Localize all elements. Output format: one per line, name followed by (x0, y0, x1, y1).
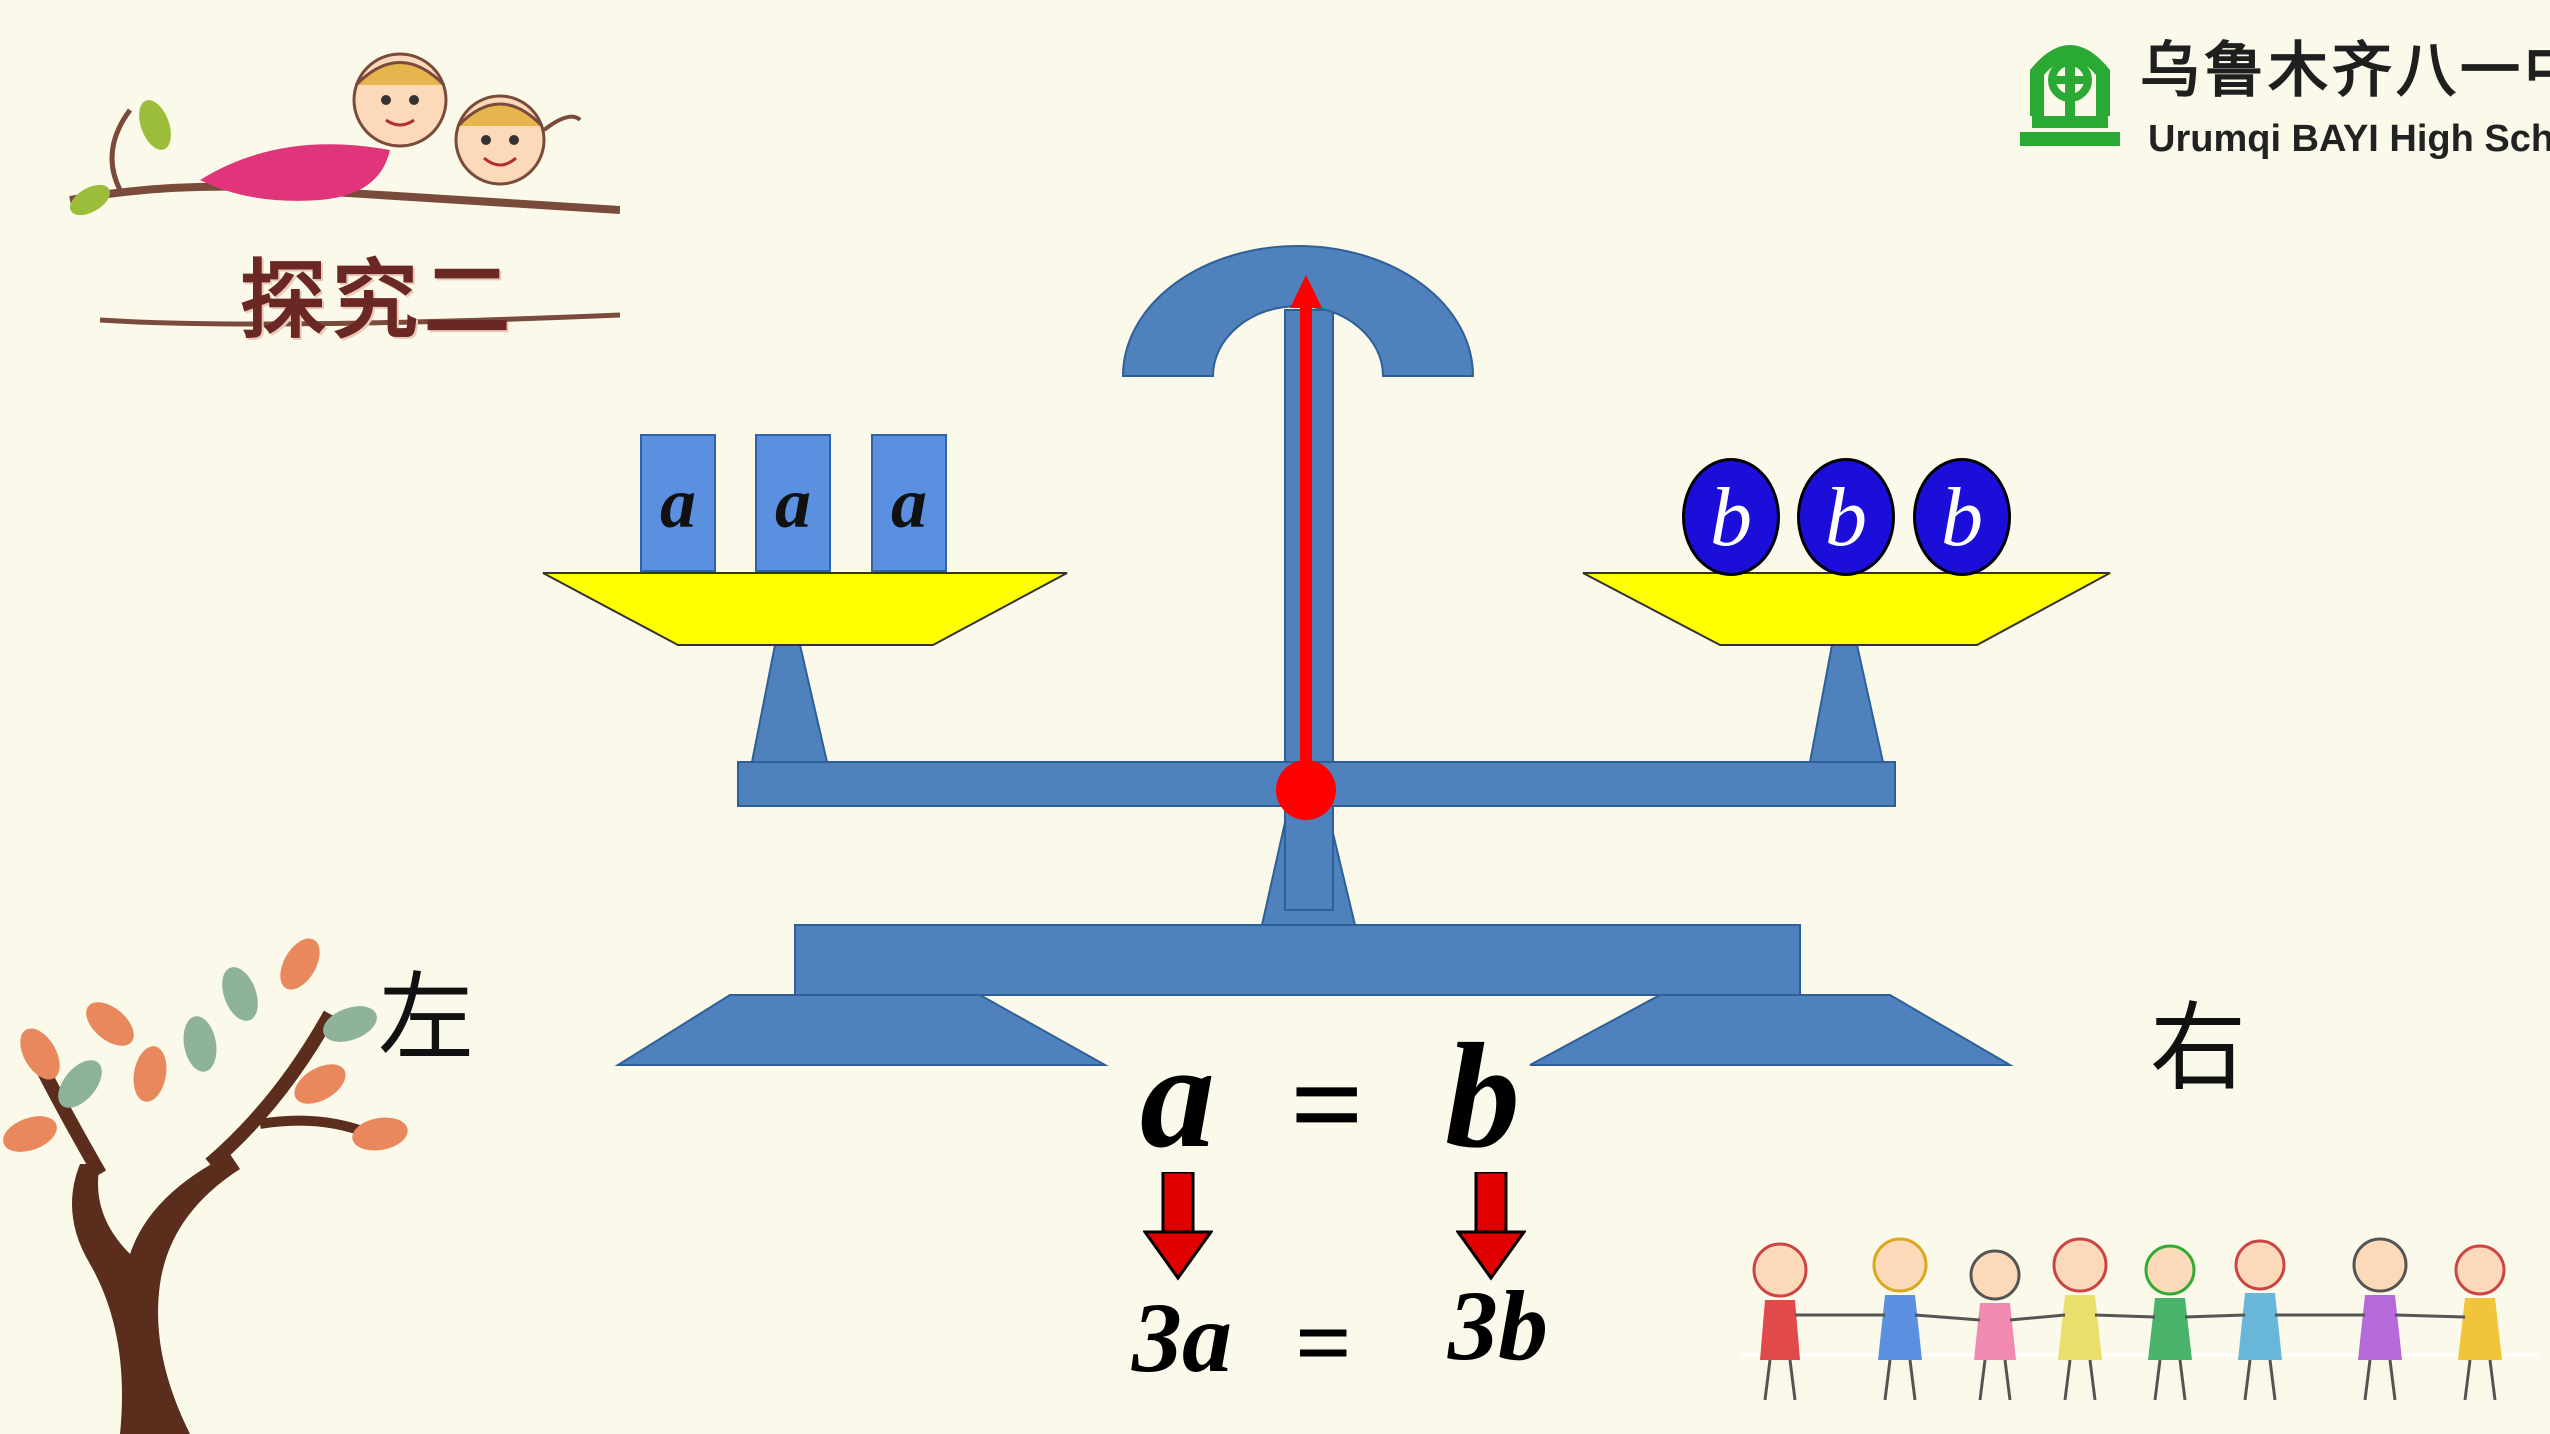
scale-arc (1121, 245, 1475, 377)
weight-ball-b: b (1913, 458, 2011, 576)
weight-block-a: a (871, 434, 947, 572)
equation1-operator: = (1290, 1033, 1365, 1177)
right-pan-support (1808, 644, 1885, 763)
weight-ball-b: b (1682, 458, 1780, 576)
weight-block-a: a (640, 434, 716, 572)
kids-on-branch-badge: 探究二 (60, 30, 620, 351)
equation2-operator: = (1295, 1287, 1352, 1398)
school-logo: 乌鲁木齐八一中学 Urumqi BAYI High School (2010, 20, 2550, 170)
autumn-tree-icon (3, 938, 408, 1434)
equation2-right: 3b (1448, 1270, 1548, 1381)
school-name-cn: 乌鲁木齐八一中学 (2140, 36, 2550, 106)
scale-base (794, 924, 1801, 996)
scale-right-foot (1529, 994, 2014, 1066)
left-label: 左 (378, 962, 474, 1074)
down-arrow-icon (1143, 1172, 1213, 1281)
scale-left-foot (614, 994, 1109, 1066)
left-pan (542, 572, 1068, 646)
equation1-right: b (1445, 1013, 1520, 1179)
weight-ball-b: b (1797, 458, 1895, 576)
weight-block-a: a (755, 434, 831, 572)
badge-title: 探究二 (240, 250, 516, 351)
pointer-arrowhead (1290, 275, 1322, 308)
right-pan (1582, 572, 2111, 646)
right-label: 右 (2150, 992, 2246, 1104)
equation1-left: a (1140, 1013, 1215, 1179)
down-arrow-icon (1456, 1172, 1526, 1281)
equation2-left: 3a (1132, 1282, 1232, 1393)
pivot-dot (1276, 760, 1336, 820)
kids-on-branch-icon (69, 52, 620, 327)
school-emblem-icon (2020, 45, 2120, 146)
children-holding-hands-icon (1740, 1237, 2540, 1401)
school-name-en: Urumqi BAYI High School (2148, 118, 2550, 160)
left-pan-support (750, 644, 829, 763)
